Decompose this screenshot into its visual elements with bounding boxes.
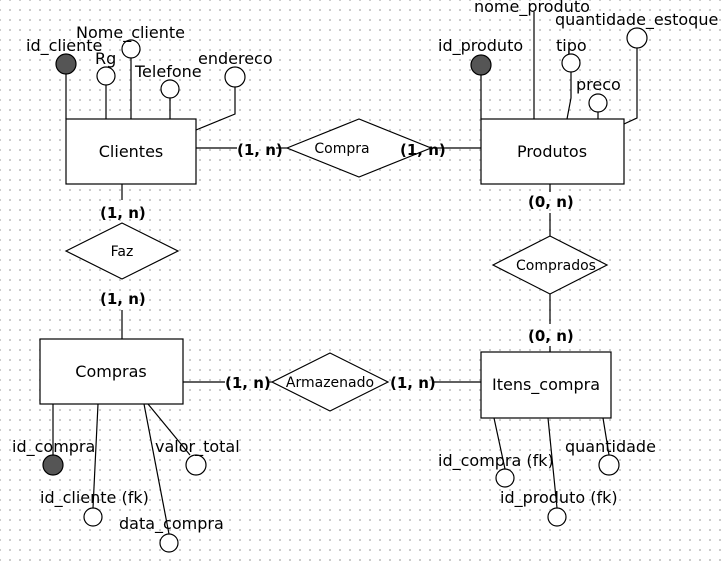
attribute-valor-total: valor_total <box>155 437 240 457</box>
relationship-compra-label: Compra <box>314 141 369 157</box>
attribute-marker[interactable] <box>224 66 246 88</box>
relationship-armazenado[interactable]: Armazenado <box>270 352 390 412</box>
attribute-data-compra: data_compra <box>119 514 224 534</box>
attribute-marker[interactable] <box>83 507 103 527</box>
attribute-marker[interactable] <box>96 66 116 86</box>
relationship-faz-label: Faz <box>111 244 134 260</box>
attribute-nome-cliente: Nome_cliente <box>76 23 185 43</box>
entity-produtos[interactable]: Produtos <box>480 118 625 185</box>
cardinality-armazenado-right: (1, n) <box>390 374 436 392</box>
attribute-marker[interactable] <box>185 454 207 476</box>
relationship-comprados[interactable]: Comprados <box>491 235 609 295</box>
attribute-labels-compras: id_compra valor_total id_cliente (fk) da… <box>12 437 240 534</box>
cardinality-armazenado-left: (1, n) <box>225 374 271 392</box>
attribute-endereco: endereco <box>198 49 273 68</box>
relationship-armazenado-label: Armazenado <box>286 375 374 391</box>
connector-lines <box>52 12 638 535</box>
entity-compras-label: Compras <box>75 362 146 381</box>
attribute-nome-produto: nome_produto <box>474 0 590 17</box>
attribute-id-cliente: id_cliente <box>26 36 102 56</box>
entity-itens-compra-label: Itens_compra <box>492 375 600 395</box>
attribute-marker[interactable] <box>588 93 608 113</box>
key-attribute-marker[interactable] <box>470 54 492 76</box>
entity-itens-compra[interactable]: Itens_compra <box>480 351 612 419</box>
cardinality-faz-top: (1, n) <box>100 204 146 222</box>
attribute-id-produto: id_produto <box>438 36 523 56</box>
entity-produtos-label: Produtos <box>517 142 587 161</box>
attribute-marker[interactable] <box>121 39 141 59</box>
cardinality-faz-bottom: (1, n) <box>100 290 146 308</box>
attribute-quantidade-estoque: quantidade_estoque <box>555 10 718 30</box>
cardinality-comprados-top: (0, n) <box>528 193 574 211</box>
relationship-faz[interactable]: Faz <box>64 222 180 280</box>
attribute-telefone: Telefone <box>134 62 202 81</box>
relationship-comprados-label: Comprados <box>516 258 596 274</box>
cardinality-compra-right: (1, n) <box>400 141 446 159</box>
attribute-labels-produtos: nome_produto id_produto quantidade_estoq… <box>438 0 718 94</box>
attribute-marker[interactable] <box>598 454 620 476</box>
entity-clientes[interactable]: Clientes <box>65 118 197 185</box>
relationship-compra[interactable]: Compra <box>285 118 433 178</box>
attribute-rg: Rg <box>95 49 116 68</box>
attribute-marker[interactable] <box>561 53 581 73</box>
attribute-preco: preco <box>576 75 621 94</box>
entity-compras[interactable]: Compras <box>39 338 184 405</box>
cardinality-comprados-bottom: (0, n) <box>528 327 574 345</box>
cardinality-labels: (1, n) (1, n) (1, n) (1, n) (0, n) (0, n… <box>100 141 574 392</box>
attribute-marker[interactable] <box>160 79 180 99</box>
attribute-id-compra-fk: id_compra (fk) <box>438 451 554 471</box>
attribute-marker[interactable] <box>495 468 515 488</box>
key-attribute-marker[interactable] <box>42 454 64 476</box>
entity-clientes-label: Clientes <box>99 142 164 161</box>
attribute-id-compra: id_compra <box>12 437 95 457</box>
attribute-tipo: tipo <box>556 36 587 55</box>
key-attribute-marker[interactable] <box>55 53 77 75</box>
attribute-labels-itens-compra: id_compra (fk) quantidade id_produto (fk… <box>438 437 656 508</box>
attribute-marker[interactable] <box>626 27 648 49</box>
attribute-id-produto-fk: id_produto (fk) <box>500 488 618 508</box>
attribute-markers <box>42 27 648 553</box>
attribute-quantidade: quantidade <box>565 437 656 456</box>
attribute-marker[interactable] <box>547 507 567 527</box>
cardinality-compra-left: (1, n) <box>237 141 283 159</box>
attribute-id-cliente-fk: id_cliente (fk) <box>40 488 149 508</box>
attribute-labels-clientes: id_cliente Nome_cliente Rg Telefone ende… <box>26 23 273 81</box>
attribute-marker[interactable] <box>159 533 179 553</box>
